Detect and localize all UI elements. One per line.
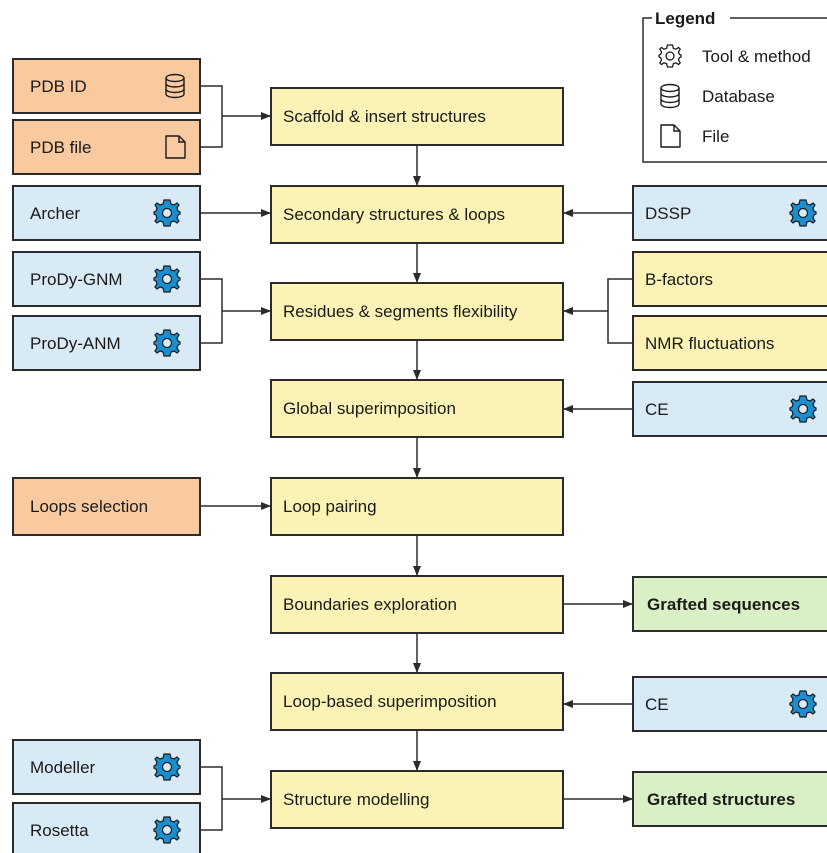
- step-flexibility: Residues & segments flexibility: [270, 282, 564, 341]
- input-nmr-fluctuations: NMR fluctuations: [632, 315, 827, 371]
- svg-text:Scaffold & insert structures: Scaffold & insert structures: [283, 107, 486, 126]
- gear-icon: [153, 753, 181, 781]
- gear-icon: [789, 395, 817, 423]
- database-icon: [660, 83, 680, 109]
- step-boundaries-exploration: Boundaries exploration: [270, 575, 564, 634]
- input-loops-selection: Loops selection: [12, 477, 201, 536]
- svg-text:DSSP: DSSP: [645, 204, 691, 223]
- legend-title: Legend: [655, 9, 715, 28]
- gear-icon: [789, 690, 817, 718]
- input-pdb-id: PDB ID: [12, 58, 201, 114]
- tool-archer: Archer: [12, 185, 201, 241]
- svg-text:Secondary structures & loops: Secondary structures & loops: [283, 205, 505, 224]
- step-secondary-structures: Secondary structures & loops: [270, 185, 564, 244]
- svg-text:PDB ID: PDB ID: [30, 77, 87, 96]
- gear-icon: [153, 329, 181, 357]
- left-connectors: [200, 85, 271, 831]
- svg-text:Grafted structures: Grafted structures: [647, 790, 795, 809]
- gear-icon: [789, 199, 817, 227]
- svg-text:Loop-based superimposition: Loop-based superimposition: [283, 692, 497, 711]
- gear-icon: [153, 265, 181, 293]
- svg-text:CE: CE: [645, 400, 669, 419]
- tool-ce-global: CE: [632, 381, 827, 437]
- legend: Legend Tool & method Database File: [642, 9, 827, 163]
- output-connectors: [563, 600, 633, 803]
- output-grafted-structures: Grafted structures: [632, 771, 827, 827]
- svg-text:Archer: Archer: [30, 204, 80, 223]
- gear-icon: [153, 816, 181, 844]
- output-grafted-sequences: Grafted sequences: [632, 576, 827, 632]
- input-b-factors: B-factors: [632, 251, 827, 307]
- svg-text:Grafted sequences: Grafted sequences: [647, 595, 800, 614]
- svg-text:ProDy-ANM: ProDy-ANM: [30, 334, 121, 353]
- svg-text:ProDy-GNM: ProDy-GNM: [30, 270, 123, 289]
- step-structure-modelling: Structure modelling: [270, 770, 564, 829]
- svg-text:Rosetta: Rosetta: [30, 821, 89, 840]
- svg-text:Loops selection: Loops selection: [30, 497, 148, 516]
- tool-modeller: Modeller: [12, 739, 201, 795]
- svg-text:CE: CE: [645, 695, 669, 714]
- tool-rosetta: Rosetta: [12, 802, 201, 853]
- step-scaffold: Scaffold & insert structures: [270, 87, 564, 146]
- gear-icon: [153, 199, 181, 227]
- input-pdb-file: PDB file: [12, 119, 201, 175]
- svg-text:Residues & segments flexibilit: Residues & segments flexibility: [283, 302, 518, 321]
- legend-item-file: File: [702, 127, 729, 146]
- step-global-superimposition: Global superimposition: [270, 379, 564, 438]
- svg-text:Loop pairing: Loop pairing: [283, 497, 377, 516]
- tool-ce-loop: CE: [632, 676, 827, 732]
- svg-text:NMR fluctuations: NMR fluctuations: [645, 334, 774, 353]
- file-icon: [660, 124, 681, 148]
- gear-icon: [658, 44, 682, 68]
- step-loop-pairing: Loop pairing: [270, 477, 564, 536]
- legend-item-tool: Tool & method: [702, 47, 811, 66]
- svg-text:B-factors: B-factors: [645, 270, 713, 289]
- tool-dssp: DSSP: [632, 185, 827, 241]
- svg-text:Structure modelling: Structure modelling: [283, 790, 429, 809]
- step-loop-based-superimposition: Loop-based superimposition: [270, 672, 564, 731]
- svg-text:Modeller: Modeller: [30, 758, 96, 777]
- svg-text:PDB file: PDB file: [30, 138, 91, 157]
- svg-text:Global superimposition: Global superimposition: [283, 399, 456, 418]
- svg-text:Boundaries exploration: Boundaries exploration: [283, 595, 457, 614]
- legend-item-database: Database: [702, 87, 775, 106]
- tool-prody-gnm: ProDy-GNM: [12, 251, 201, 307]
- tool-prody-anm: ProDy-ANM: [12, 315, 201, 371]
- right-connectors: [563, 209, 633, 708]
